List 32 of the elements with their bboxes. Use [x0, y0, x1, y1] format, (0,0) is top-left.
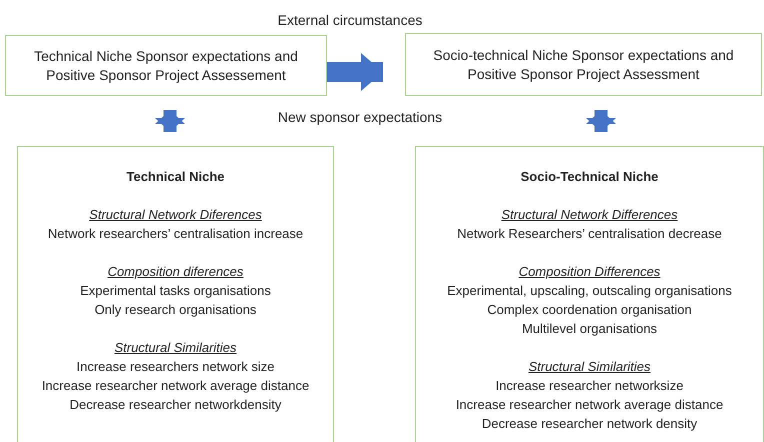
list-item: Complex coordenation organisation [486, 301, 693, 319]
list-item: Multilevel organisations [520, 320, 658, 338]
list-item: Experimental tasks organisations [79, 282, 272, 300]
list-item: Only research organisations [94, 301, 258, 319]
block-arrow [586, 110, 616, 132]
section-heading: Structural Similarities [527, 358, 652, 376]
sponsor-box [405, 33, 762, 96]
niche-box [17, 146, 334, 442]
list-item: Decrease researcher network density [480, 415, 698, 433]
list-item: Experimental, upscaling, outscaling organisations [446, 282, 733, 300]
box-text: Technical Niche Sponsor expectations and Positive Sponsor Project Assessement [33, 46, 299, 84]
section-heading: Composition diferences [106, 263, 244, 281]
list-item: Increase researcher network average distance [40, 377, 310, 395]
box-heading: Socio-Technical Niche [520, 168, 660, 186]
block-arrow [327, 53, 383, 91]
section-heading: Structural Network Differences [500, 206, 679, 224]
list-item: Increase researcher networksize [494, 377, 684, 395]
list-item: Decrease researcher networkdensity [68, 396, 282, 414]
niche-box [415, 146, 764, 442]
list-item: Network researchers’ centralisation increase [46, 225, 304, 243]
list-item: Network Researchers’ centralisation decrease [456, 225, 723, 243]
sponsor-box [5, 35, 327, 96]
section-heading: Composition Differences [518, 263, 662, 281]
section-heading: Structural Network Diferences [88, 206, 263, 224]
box-heading: Technical Niche [125, 168, 226, 186]
list-item: Increase researchers network size [76, 358, 276, 376]
note-label: New sponsor expectations [278, 109, 442, 125]
section-heading: Structural Similarities [113, 339, 238, 357]
edge-label: External circumstances [278, 12, 422, 28]
block-arrow [155, 110, 185, 132]
box-text: Socio-technical Niche Sponsor expectations and Positive Sponsor Project Assessment [432, 46, 735, 84]
list-item: Increase researcher network average distance [454, 396, 724, 414]
